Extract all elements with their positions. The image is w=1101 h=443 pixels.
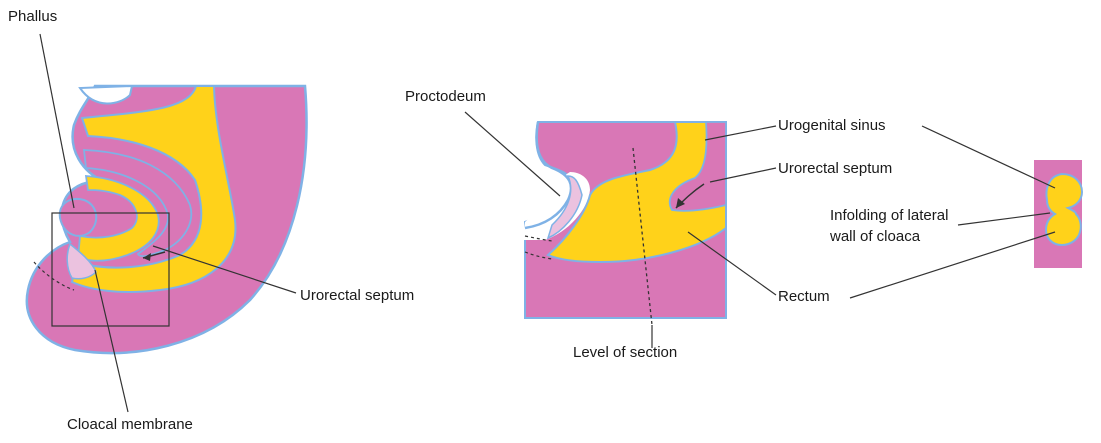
label-urorectal-septum-left: Urorectal septum: [300, 287, 414, 305]
label-infolding-line2: wall of cloaca: [830, 227, 920, 246]
leader-phallus: [40, 34, 74, 208]
sagittal-section: [27, 86, 307, 353]
label-rectum: Rectum: [778, 288, 830, 306]
leader-urogenital-sinus-b: [922, 126, 1055, 188]
label-proctodeum: Proctodeum: [405, 88, 486, 106]
label-level-of-section: Level of section: [573, 344, 677, 362]
enlarged-section: [522, 122, 726, 325]
label-cloacal-membrane: Cloacal membrane: [67, 416, 193, 434]
sagittal-phallus: [60, 199, 96, 236]
label-urorectal-septum-right: Urorectal septum: [778, 160, 892, 178]
label-urogenital-sinus: Urogenital sinus: [778, 117, 886, 135]
label-phallus: Phallus: [8, 8, 57, 26]
label-infolding-line1: Infolding of lateral: [830, 206, 948, 225]
